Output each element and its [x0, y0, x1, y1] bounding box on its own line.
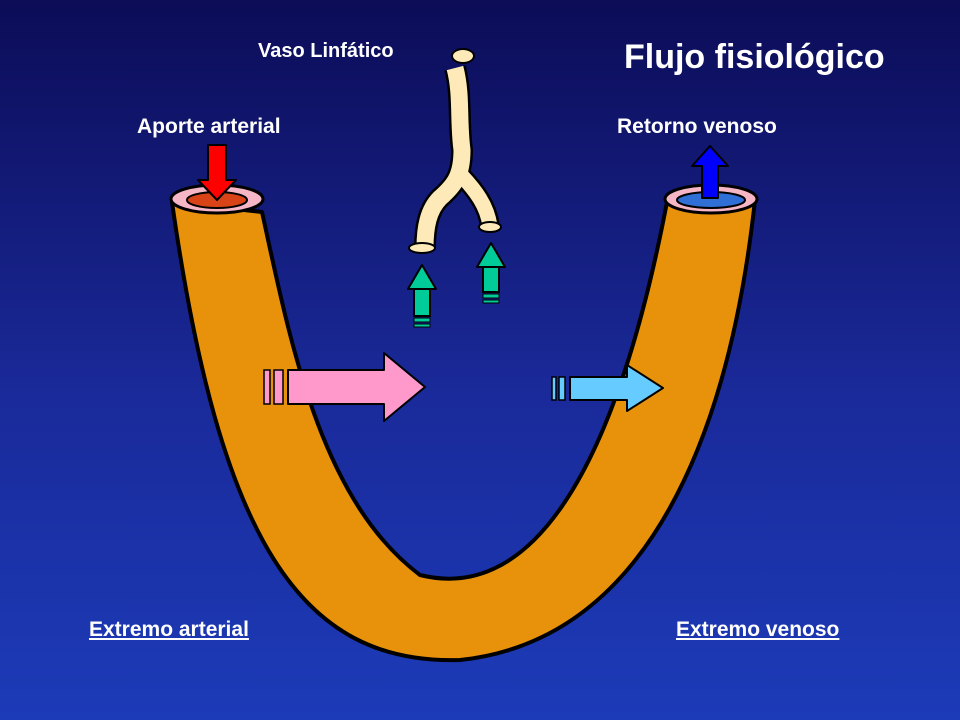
filtration-arrow — [263, 352, 426, 422]
arterial-inflow-label: Aporte arterial — [137, 115, 281, 138]
venous-end-label: Extremo venoso — [676, 618, 840, 641]
lymph-drain-arrow-right — [476, 242, 506, 304]
lymph-drain-arrow-left — [407, 264, 437, 328]
venous-return-label: Retorno venoso — [617, 115, 777, 138]
arterial-end-label: Extremo arterial — [89, 618, 249, 641]
arterial-inflow-arrow — [197, 144, 237, 201]
lymphatic-vessel — [408, 48, 502, 254]
lymph-vessel-label: Vaso Linfático — [258, 40, 394, 62]
venous-return-arrow — [691, 145, 729, 199]
capillary-vessel — [170, 198, 757, 663]
diagram-title: Flujo fisiológico — [624, 38, 885, 76]
reabsorption-arrow — [551, 364, 664, 412]
